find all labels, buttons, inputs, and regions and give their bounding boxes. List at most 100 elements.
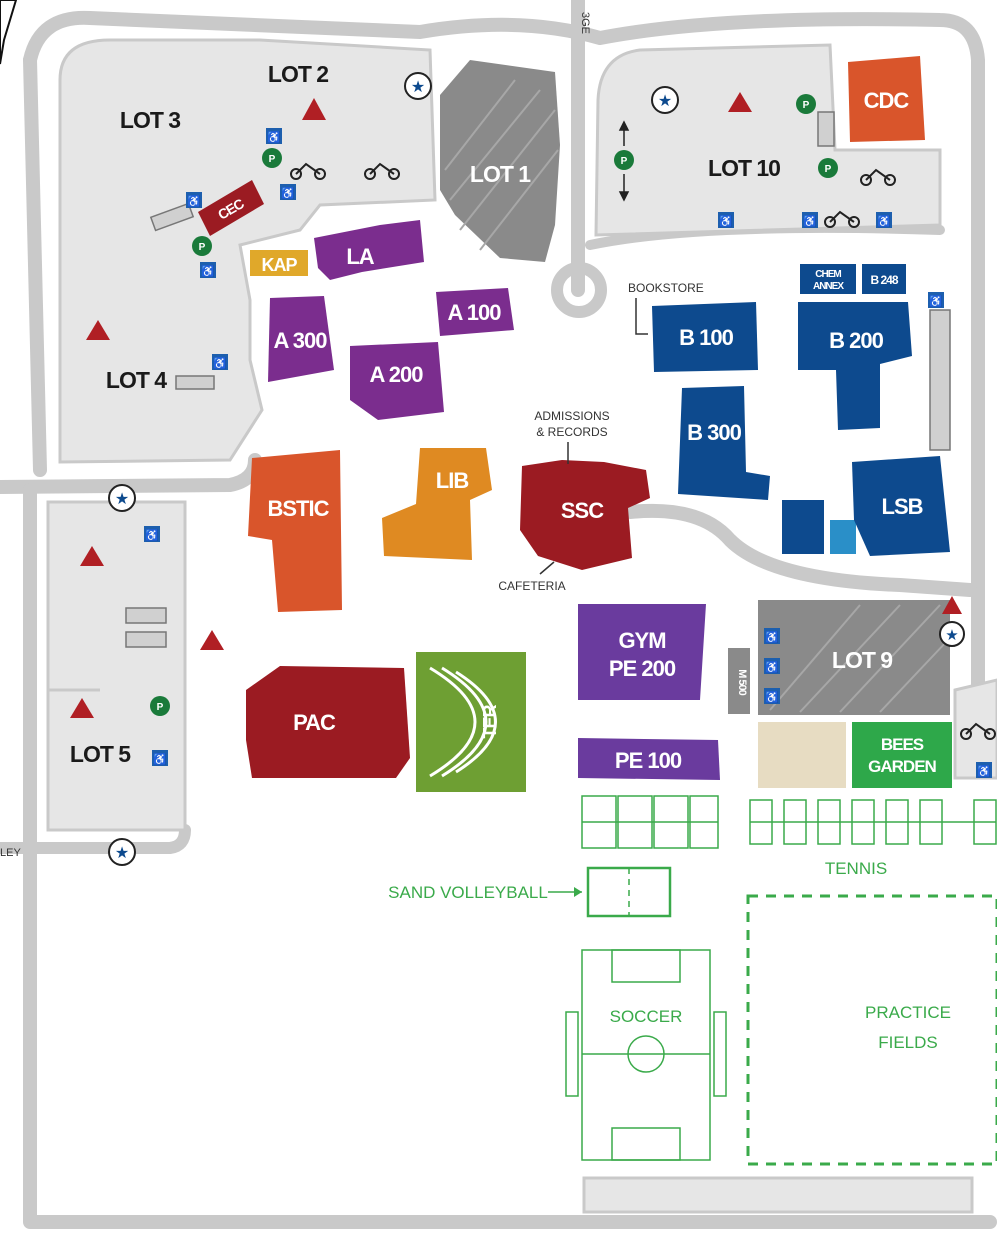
label-admissions-line2: & RECORDS [536,425,607,439]
label-lot4: LOT 4 [106,367,167,393]
lot-5-area [46,500,187,832]
building-kap[interactable] [250,250,308,276]
building-cec[interactable] [198,180,264,236]
svg-text:♿: ♿ [765,691,779,704]
svg-text:♿: ♿ [803,215,817,228]
field-labels: TENNIS SAND VOLLEYBALL SOCCER PRACTICE F… [388,859,951,1052]
svg-text:P: P [825,164,832,175]
svg-text:P: P [621,156,628,167]
hatch-lines [444,79,949,713]
building-la[interactable] [314,220,424,280]
svg-text:♿: ♿ [187,195,201,208]
building-b300[interactable] [678,386,770,500]
accessible-icon: ♿ [280,184,296,200]
building-b200[interactable] [798,302,912,430]
annotations: BOOKSTORE ADMISSIONS & RECORDS CAFETERIA… [0,12,704,859]
building-cdc[interactable] [848,56,925,142]
sports-fields [565,795,997,1166]
label-bstic: BSTIC [268,496,330,521]
svg-text:P: P [803,100,810,111]
motorcycle-icon [960,722,996,740]
label-gym-line2: PE 200 [609,656,676,681]
label-kap: KAP [261,255,297,275]
label-lot9: LOT 9 [832,647,892,673]
label-a300: A 300 [274,328,328,353]
building-a200[interactable] [350,342,444,420]
building-pe100[interactable] [578,738,720,780]
label-soccer: SOCCER [610,1007,683,1026]
building-bstic[interactable] [248,450,342,612]
star-icon: ★ [108,484,136,512]
label-ter: TER [480,704,500,738]
label-ssc: SSC [561,498,604,523]
building-ssc[interactable] [520,460,650,570]
building-a100[interactable] [436,288,514,336]
tan-area [758,722,846,788]
svg-text:★: ★ [115,845,129,862]
label-admissions-line1: ADMISSIONS [534,409,609,423]
label-lib: LIB [436,468,469,493]
svg-text:♿: ♿ [765,661,779,674]
label-tennis: TENNIS [825,859,887,878]
accessible-icon: ♿ [718,212,734,228]
motorcycle-icon [364,162,400,180]
label-lsb: LSB [882,494,923,519]
accessible-icon: ♿ [186,192,202,208]
star-icon: ★ [939,621,965,647]
building-pac[interactable] [246,666,410,778]
label-lot10: LOT 10 [708,155,780,181]
accessible-icon: ♿ [764,688,780,704]
building-m500[interactable] [728,648,750,714]
parking-icon: P [150,696,170,716]
direction-arrows [618,120,630,202]
building-light-blue[interactable] [830,520,856,554]
svg-text:♿: ♿ [281,187,295,200]
svg-text:♿: ♿ [267,131,281,144]
label-lot5: LOT 5 [70,741,131,767]
svg-text:P: P [199,242,206,253]
svg-text:♿: ♿ [145,529,159,542]
building-chem-annex[interactable] [800,264,856,294]
label-gym-line1: GYM [618,628,665,653]
bees-garden[interactable] [852,722,952,788]
accessible-icon: ♿ [152,750,168,766]
building-b248[interactable] [862,264,906,294]
label-lot3: LOT 3 [120,107,180,133]
svg-text:P: P [157,702,164,713]
svg-text:♿: ♿ [877,215,891,228]
label-lot2: LOT 2 [268,61,328,87]
accessible-icon: ♿ [928,292,944,308]
building-small-blue[interactable] [782,500,824,554]
building-gym[interactable] [578,604,706,700]
label-b200: B 200 [829,328,883,353]
emergency-triangle-icon [86,320,110,340]
label-chem-line2: ANNEX [813,281,844,292]
label-practice-line2: FIELDS [878,1033,938,1052]
parking-icon: P [262,148,282,168]
triangle-icons [70,92,962,718]
label-bees-line2: GARDEN [868,757,936,776]
building-a300[interactable] [268,296,334,382]
label-practice-line1: PRACTICE [865,1003,951,1022]
label-cdc: CDC [864,88,910,113]
building-b100[interactable] [652,302,758,372]
label-pac: PAC [293,710,336,735]
lot-right-small [953,678,997,780]
parking-icon: P [818,158,838,178]
label-lot1: LOT 1 [470,161,531,187]
hatched-strips [125,111,951,648]
north-arrow-icon [0,0,18,65]
label-la: LA [346,244,374,269]
label-b100: B 100 [679,325,733,350]
star-icon: ★ [108,838,136,866]
emergency-triangle-icon [70,698,94,718]
accessible-icon: ♿ [764,628,780,644]
building-lsb[interactable] [852,456,950,556]
label-sand-volleyball: SAND VOLLEYBALL [388,883,548,902]
building-ter[interactable] [416,652,526,792]
building-lib[interactable] [382,448,492,560]
accessible-icon: ♿ [764,658,780,674]
label-bees-line1: BEES [881,735,924,754]
accessible-icon: ♿ [976,762,992,778]
